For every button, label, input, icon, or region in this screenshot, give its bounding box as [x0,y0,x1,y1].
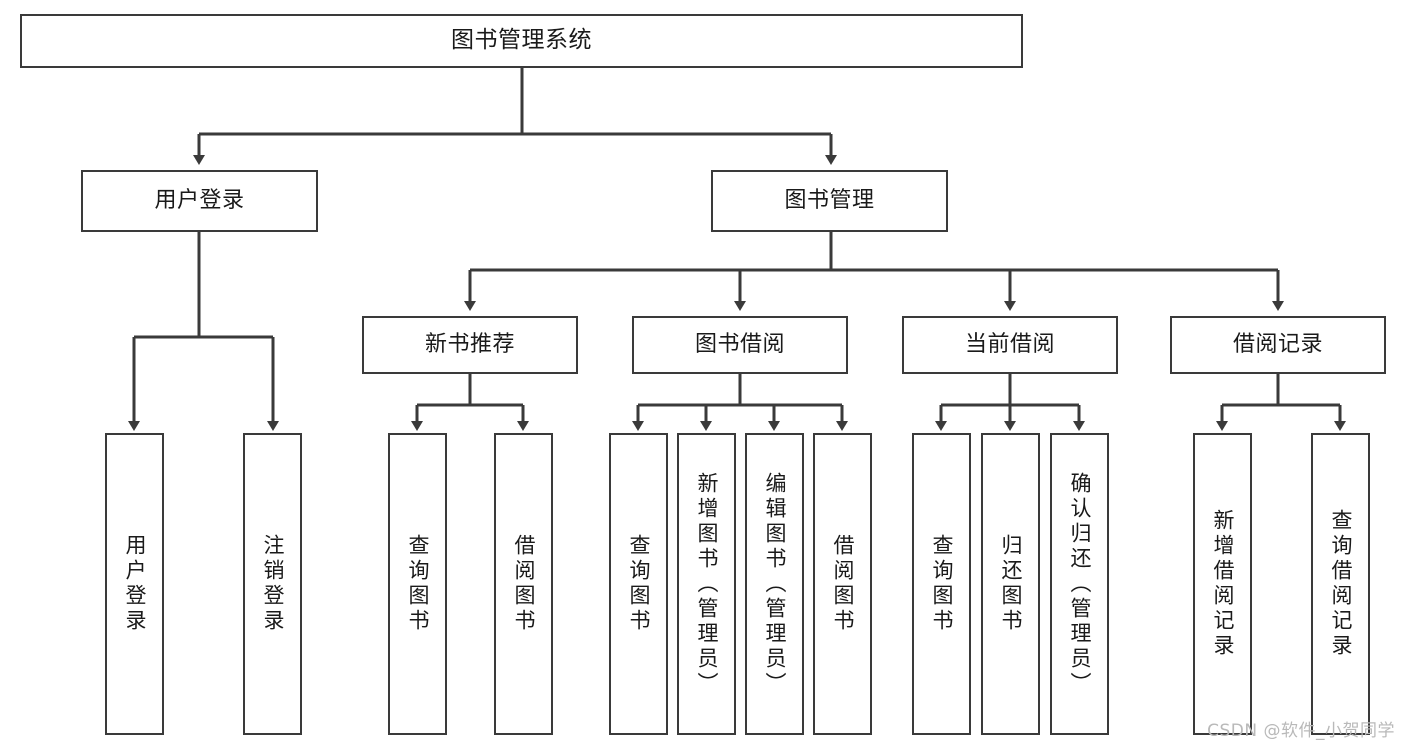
leaf-borrow-record-query[interactable]: 查询借阅记录 [1311,433,1370,735]
node-label: 借阅图书 [512,534,536,634]
node-label: 查询图书 [627,534,651,634]
node-book-management[interactable]: 图书管理 [711,170,948,232]
leaf-current-borrow-query[interactable]: 查询图书 [912,433,971,735]
leaf-current-borrow-confirm-return[interactable]: 确认归还（管理员） [1050,433,1109,735]
node-label: 图书管理 [784,187,875,213]
node-borrow-record[interactable]: 借阅记录 [1170,316,1386,374]
node-label: 当前借阅 [964,331,1055,357]
csdn-watermark: CSDN @软件_小贺同学 [1207,721,1395,741]
leaf-new-book-borrow[interactable]: 借阅图书 [494,433,553,735]
node-user-login[interactable]: 用户登录 [81,170,318,232]
node-current-borrow[interactable]: 当前借阅 [902,316,1118,374]
node-label: 图书管理系统 [451,27,592,54]
node-label: 归还图书 [999,534,1023,634]
node-label: 查询图书 [406,534,430,634]
node-label: 用户登录 [123,534,147,634]
node-label: 查询图书 [930,534,954,634]
leaf-book-borrow-lend[interactable]: 借阅图书 [813,433,872,735]
node-label: 新增借阅记录 [1211,509,1235,659]
node-label: 编辑图书（管理员） [763,471,787,697]
leaf-borrow-record-add[interactable]: 新增借阅记录 [1193,433,1252,735]
leaf-current-borrow-return[interactable]: 归还图书 [981,433,1040,735]
leaf-book-borrow-add[interactable]: 新增图书（管理员） [677,433,736,735]
node-new-book-recommend[interactable]: 新书推荐 [362,316,578,374]
leaf-book-borrow-query[interactable]: 查询图书 [609,433,668,735]
node-label: 确认归还（管理员） [1068,471,1092,697]
leaf-user-login-signin[interactable]: 用户登录 [105,433,164,735]
leaf-user-login-signout[interactable]: 注销登录 [243,433,302,735]
node-label: 借阅记录 [1232,331,1323,357]
node-label: 借阅图书 [831,534,855,634]
node-label: 查询借阅记录 [1329,509,1353,659]
node-label: 注销登录 [261,534,285,634]
leaf-book-borrow-edit[interactable]: 编辑图书（管理员） [745,433,804,735]
node-label: 新增图书（管理员） [695,471,719,697]
leaf-new-book-query[interactable]: 查询图书 [388,433,447,735]
node-label: 用户登录 [154,187,245,213]
node-root-system[interactable]: 图书管理系统 [20,14,1023,68]
node-label: 图书借阅 [694,331,785,357]
node-label: 新书推荐 [424,331,515,357]
node-book-borrow[interactable]: 图书借阅 [632,316,848,374]
